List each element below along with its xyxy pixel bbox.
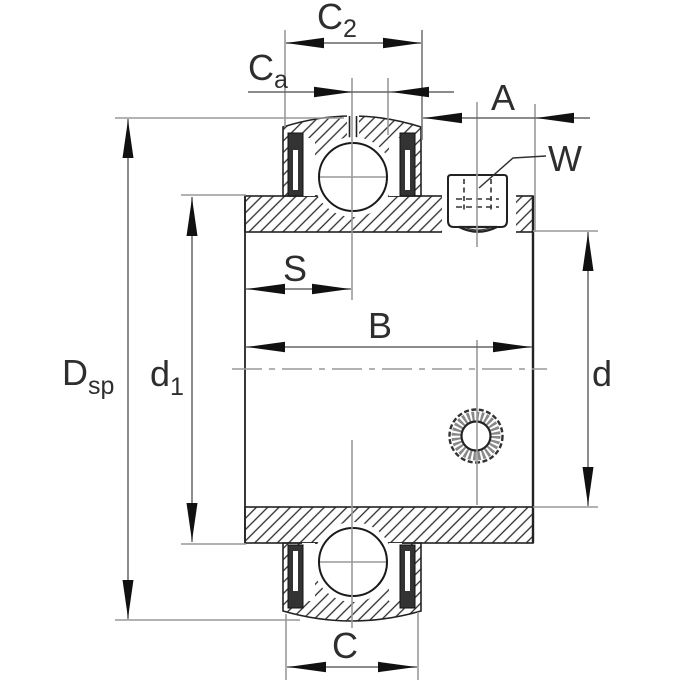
w-leader-line — [478, 155, 547, 189]
inner-ring-bottom-band — [244, 506, 534, 544]
label-b: B — [368, 305, 392, 346]
dimension-a — [423, 112, 590, 124]
label-dsp: Dsp — [62, 352, 114, 400]
dimension-labels: C2 Ca A W S B Dsp d1 d C — [62, 0, 612, 666]
label-c: C — [332, 625, 358, 666]
seal-bottom-right — [399, 544, 416, 609]
seal-bottom-left — [287, 544, 304, 609]
dimension-ca — [248, 86, 454, 98]
label-ca: Ca — [248, 47, 288, 94]
dimension-d1 — [186, 197, 198, 542]
label-s: S — [283, 248, 307, 289]
screw-hole — [448, 408, 504, 464]
dimension-dsp — [122, 119, 134, 619]
label-w: W — [548, 138, 582, 179]
dimension-s — [246, 283, 351, 295]
seal-top-right — [399, 132, 416, 197]
dimension-c2 — [286, 37, 421, 49]
seal-top-left — [287, 132, 304, 197]
dimension-b — [246, 341, 532, 353]
dimension-c — [287, 661, 417, 673]
label-c2: C2 — [317, 0, 357, 43]
dimension-d — [582, 232, 594, 506]
label-d: d — [592, 353, 612, 394]
label-d1: d1 — [150, 353, 184, 401]
extension-lines — [115, 30, 598, 680]
outer-ring-top-section — [282, 110, 422, 217]
label-a: A — [491, 77, 515, 118]
